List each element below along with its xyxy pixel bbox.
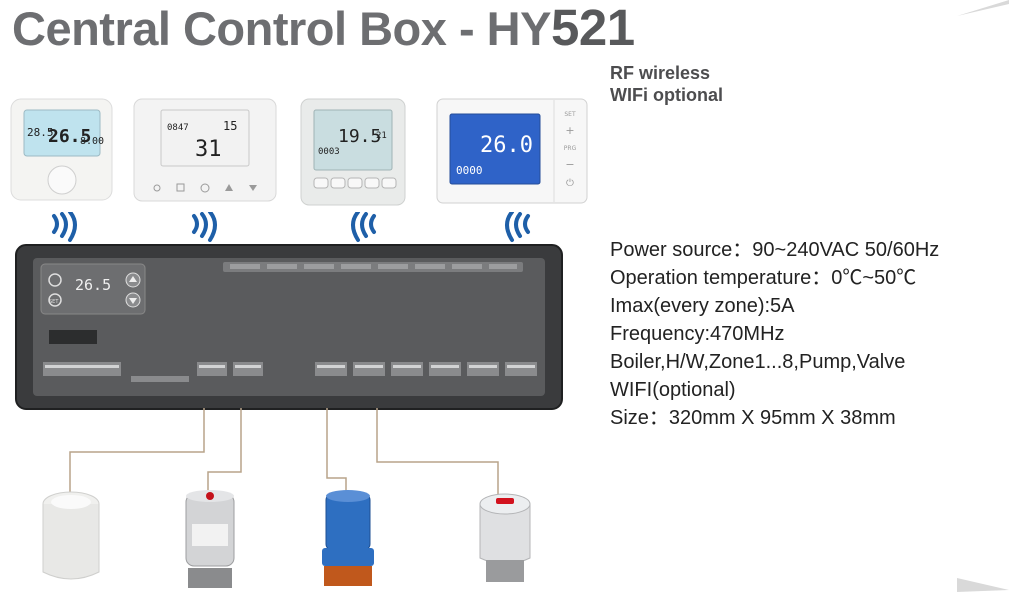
wifi-signal-icon — [351, 212, 376, 242]
thermostat-4-set-label: SET — [564, 111, 576, 118]
thermostat-4-power-label: ⏻ — [566, 178, 574, 189]
thermostat-3-left-reading: 0003 — [318, 147, 340, 157]
title-text: Central Control Box - HY — [12, 2, 551, 55]
wifi-signal-icon — [52, 212, 77, 242]
feature-list: RF wireless WIFi optional — [610, 62, 723, 106]
thermostat-1-left-reading: 28.5 — [27, 126, 54, 139]
thermostat-1-main-reading: 26.5 — [48, 126, 91, 147]
page-title: Central Control Box - HY521 — [12, 2, 635, 55]
thermostat-3-main-reading: 19.5 — [338, 126, 381, 147]
thermostat-2-top-reading: 15 — [223, 119, 237, 133]
actuator-grey — [185, 490, 235, 588]
spec-size: Size：320mm X 95mm X 38mm — [610, 407, 896, 429]
thermostat-4-minus-label: − — [565, 158, 574, 171]
control-box: SET 26.5 — [15, 244, 563, 410]
feature-wifi: WIFi optional — [610, 85, 723, 105]
thermostat-4-main-reading: 26.0 — [480, 133, 533, 158]
thermostat-4-prg-label: PRG — [564, 145, 577, 152]
feature-rf: RF wireless — [610, 63, 711, 83]
thermostat-2: 0847 15 31 — [133, 98, 277, 202]
spec-power-source: Power source：90~240VAC 50/60Hz — [610, 239, 940, 261]
model-number: 521 — [550, 0, 635, 56]
corner-decoration-top — [957, 0, 1009, 16]
actuator-white — [42, 491, 100, 580]
up-arrow-icon — [129, 276, 137, 282]
box-set-label: SET — [49, 299, 59, 305]
thermostat-4: 26.0 0000 SET + PRG − ⏻ — [436, 98, 588, 204]
spec-imax: Imax(every zone):5A — [610, 295, 795, 317]
thermostat-1-right-reading: 8:00 — [80, 136, 104, 147]
wiring — [69, 408, 499, 496]
thermostat-4-left-reading: 0000 — [456, 164, 483, 177]
spec-wifi: WIFI(optional) — [610, 379, 736, 401]
spec-outputs: Boiler,H/W,Zone1...8,Pump,Valve — [610, 351, 906, 373]
thermostat-3-right-reading: 21 — [376, 131, 387, 141]
spec-list: Power source：90~240VAC 50/60Hz Operation… — [610, 236, 939, 432]
box-display-reading: 26.5 — [75, 276, 111, 294]
spec-operation-temperature: Operation temperature：0℃~50℃ — [610, 267, 917, 289]
thermostat-1: 28.5 26.5 8:00 — [10, 98, 113, 201]
thermostat-4-plus-label: + — [565, 124, 574, 137]
actuator-blue — [322, 490, 374, 586]
actuator-light — [479, 493, 531, 582]
thermostat-2-main-reading: 31 — [195, 137, 222, 162]
power-icon — [48, 273, 62, 287]
thermostat-3: 19.5 21 0003 — [300, 98, 406, 206]
wifi-signal-icon — [505, 212, 530, 242]
down-arrow-icon — [129, 298, 137, 304]
wifi-signal-icon — [192, 212, 217, 242]
corner-decoration-bottom — [957, 578, 1009, 592]
thermostat-2-left-reading: 0847 — [167, 123, 189, 133]
spec-frequency: Frequency:470MHz — [610, 323, 785, 345]
